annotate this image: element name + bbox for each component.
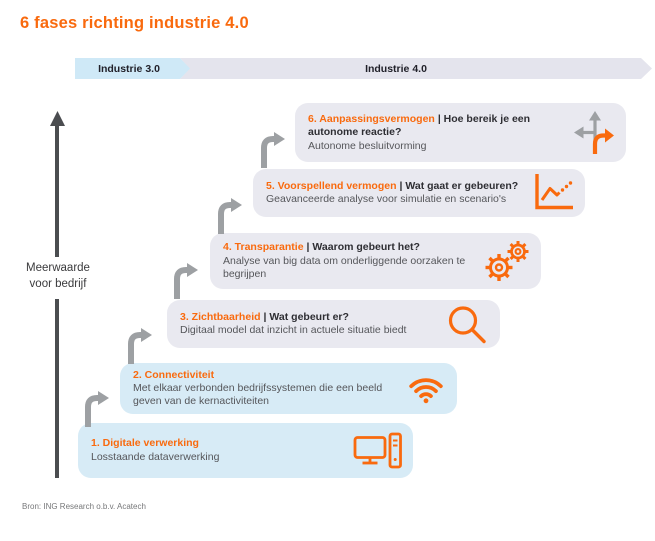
step-arrow-3-4-icon (170, 262, 200, 300)
phase-box-3: 3. Zichtbaarheid| Wat gebeurt er? Digita… (167, 300, 500, 348)
phase-3-title-line: 3. Zichtbaarheid| Wat gebeurt er? (180, 310, 349, 323)
timeline-industrie-3: Industrie 3.0 (75, 58, 191, 79)
magnifier-icon (446, 304, 487, 345)
phase-2-title-line: 2. Connectiviteit (133, 368, 215, 381)
step-arrow-2-3-icon (124, 327, 154, 365)
phase-6-title-line: 6. Aanpassingsvermogen| Hoe bereik je ee… (308, 112, 531, 139)
step-arrow-5-6-icon (257, 131, 287, 169)
axis-line-upper (55, 125, 59, 257)
step-arrow-4-5-icon (214, 197, 244, 235)
timeline-industrie-3-label: Industrie 3.0 (98, 62, 160, 75)
line-chart-icon (532, 173, 576, 213)
phase-box-6: 6. Aanpassingsvermogen| Hoe bereik je ee… (295, 103, 626, 162)
phase-box-5: 5. Voorspellend vermogen| Wat gaat er ge… (253, 169, 585, 217)
phase-5-description: Geavanceerde analyse voor simulatie en s… (266, 193, 507, 206)
phase-4-description: Analyse van big data om onderliggende oo… (223, 254, 466, 280)
phase-box-1: 1. Digitale verwerking Losstaande datave… (78, 423, 413, 478)
step-arrow-1-2-icon (81, 390, 111, 428)
source-note: Bron: ING Research o.b.v. Acatech (22, 502, 146, 511)
page-title: 6 fases richting industrie 4.0 (20, 14, 249, 32)
phase-box-2: 2. Connectiviteit Met elkaar verbonden b… (120, 363, 457, 414)
axis-label: Meerwaarde voor bedrijf (26, 262, 90, 290)
axis-line-lower (55, 299, 59, 478)
junction-arrows-icon (573, 110, 615, 155)
phase-4-title-line: 4. Transparantie| Waarom gebeurt het? (223, 241, 420, 254)
phase-1-description: Losstaande dataverwerking (91, 450, 220, 463)
desktop-computer-icon (353, 432, 402, 469)
axis-arrowhead-icon (50, 111, 65, 131)
timeline-industrie-4: Industrie 4.0 (180, 58, 652, 79)
phase-3-description: Digitaal model dat inzicht in actuele si… (180, 324, 407, 337)
wifi-icon (406, 373, 446, 405)
phase-1-title-line: 1. Digitale verwerking (91, 437, 199, 450)
phase-2-description: Met elkaar verbonden bedrijfssystemen di… (133, 382, 383, 408)
gears-icon (484, 240, 530, 283)
phase-box-4: 4. Transparantie| Waarom gebeurt het? An… (210, 233, 541, 289)
phase-6-description: Autonome besluitvorming (308, 139, 427, 152)
phase-5-title-line: 5. Voorspellend vermogen| Wat gaat er ge… (266, 179, 519, 192)
timeline-industrie-4-label: Industrie 4.0 (365, 62, 427, 75)
